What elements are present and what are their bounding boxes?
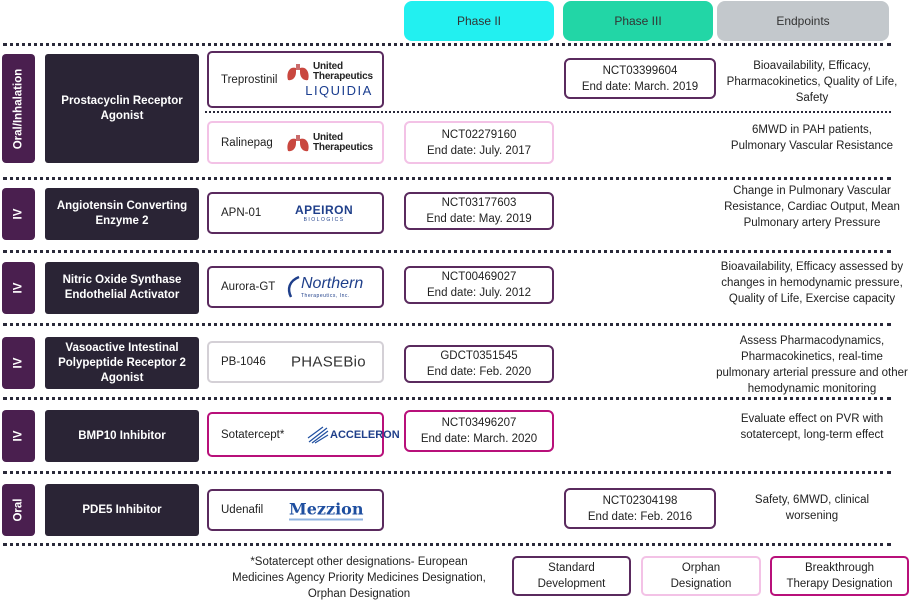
drug-name: Treprostinil bbox=[221, 73, 278, 86]
header-endpoints: Endpoints bbox=[717, 1, 889, 41]
target-label: Prostacyclin Receptor Agonist bbox=[45, 54, 199, 163]
target-label: PDE5 Inhibitor bbox=[45, 484, 199, 536]
drug-name: Udenafil bbox=[221, 504, 264, 516]
trial-end-date: End date: Feb. 2020 bbox=[426, 366, 532, 378]
trial-id: NCT00469027 bbox=[441, 271, 517, 283]
drug-name: PB-1046 bbox=[221, 356, 266, 368]
acceleron-logo: ACCELERON bbox=[307, 426, 400, 444]
endpoints-text: Change in Pulmonary Vascular Resistance,… bbox=[724, 185, 900, 229]
trial-box: NCT03496207 End date: March. 2020 bbox=[404, 410, 554, 452]
footnote: *Sotatercept other designations- Europea… bbox=[232, 556, 486, 600]
legend-label: Standard bbox=[548, 562, 595, 574]
endpoints-text: Assess Pharmacodynamics, Pharmacokinetic… bbox=[716, 335, 908, 395]
trial-box: NCT02279160 End date: July. 2017 bbox=[404, 121, 554, 164]
route-label: Oral bbox=[2, 484, 35, 536]
endpoints-text: Safety, 6MWD, clinical worsening bbox=[754, 494, 870, 522]
lungs-icon bbox=[287, 63, 309, 80]
route-label: Oral/Inhalation bbox=[2, 54, 35, 163]
trial-id: NCT02304198 bbox=[602, 494, 678, 507]
acceleron-mark-icon bbox=[307, 426, 329, 444]
lungs-icon bbox=[287, 134, 309, 151]
swoosh-icon bbox=[287, 275, 300, 298]
target-label: Angiotensin Converting Enzyme 2 bbox=[45, 188, 199, 240]
trial-box: GDCT0351545 End date: Feb. 2020 bbox=[404, 345, 554, 383]
endpoints-text: 6MWD in PAH patients, Pulmonary Vascular… bbox=[730, 124, 894, 152]
drug-name: Ralinepag bbox=[221, 136, 273, 149]
trial-box: NCT03177603 End date: May. 2019 bbox=[404, 192, 554, 230]
legend-label: Designation bbox=[670, 578, 732, 590]
logo-text: Northern bbox=[301, 275, 364, 292]
logo-text: United bbox=[313, 131, 343, 143]
endpoints-text: Evaluate effect on PVR with sotatercept,… bbox=[740, 413, 884, 441]
separator-top bbox=[3, 43, 891, 46]
drug-card: APN-01 APEIRON BIOLOGICS bbox=[207, 192, 384, 234]
route-label: IV bbox=[2, 410, 35, 462]
drug-card: Ralinepag United Therapeutics bbox=[207, 121, 384, 164]
header-phase-2: Phase II bbox=[404, 1, 554, 41]
legend-label: Breakthrough bbox=[804, 562, 875, 574]
route-label: IV bbox=[2, 337, 35, 389]
legend-standard-development: Standard Development bbox=[512, 556, 631, 596]
separator bbox=[3, 323, 891, 326]
logo-text: ACCELERON bbox=[330, 428, 400, 441]
logo-text: BIOLOGICS bbox=[303, 217, 345, 223]
logo-text: Therapeutics, Inc. bbox=[301, 293, 350, 299]
logo-text: Therapeutics bbox=[313, 70, 373, 82]
logo-text: LIQUIDIA bbox=[305, 82, 373, 98]
trial-id: NCT03177603 bbox=[441, 197, 517, 209]
separator bbox=[3, 250, 891, 253]
trial-id: GDCT0351545 bbox=[440, 350, 518, 362]
separator bbox=[3, 471, 891, 474]
trial-id: NCT02279160 bbox=[441, 128, 517, 141]
trial-id: NCT03399604 bbox=[602, 64, 678, 77]
trial-box: NCT00469027 End date: July. 2012 bbox=[404, 266, 554, 304]
endpoints-text: Bioavailability, Efficacy assessed by ch… bbox=[720, 261, 904, 305]
separator bbox=[3, 397, 891, 400]
united-therapeutics-logo: United Therapeutics bbox=[285, 131, 373, 153]
header-phase-3: Phase III bbox=[563, 1, 713, 41]
drug-card: Treprostinil United Therapeutics LIQUIDI… bbox=[207, 51, 384, 108]
endpoints-text: Bioavailability, Efficacy, Pharmacokinet… bbox=[726, 60, 898, 104]
trial-end-date: End date: Feb. 2016 bbox=[587, 510, 693, 523]
target-label: Vasoactive Intestinal Polypeptide Recept… bbox=[45, 337, 199, 389]
apeiron-logo: APEIRON BIOLOGICS bbox=[295, 203, 353, 223]
logo-text: Therapeutics bbox=[313, 141, 373, 153]
trial-end-date: End date: July. 2012 bbox=[427, 287, 531, 299]
trial-end-date: End date: May. 2019 bbox=[426, 213, 532, 225]
separator-inner bbox=[205, 111, 891, 113]
legend-breakthrough-therapy: Breakthrough Therapy Designation bbox=[770, 556, 909, 596]
trial-box: NCT02304198 End date: Feb. 2016 bbox=[564, 488, 716, 529]
drug-card: Sotatercept* ACCELERON bbox=[207, 412, 400, 457]
drug-name: APN-01 bbox=[221, 207, 262, 219]
route-label: IV bbox=[2, 188, 35, 240]
separator bbox=[3, 543, 891, 546]
trial-box: NCT03399604 End date: March. 2019 bbox=[564, 58, 716, 99]
legend-label: Orphan bbox=[681, 562, 721, 574]
northern-therapeutics-logo: Northern Therapeutics, Inc. bbox=[285, 275, 363, 299]
target-label: Nitric Oxide Synthase Endothelial Activa… bbox=[45, 262, 199, 314]
target-label: BMP10 Inhibitor bbox=[45, 410, 199, 462]
drug-name: Sotatercept* bbox=[221, 428, 285, 441]
legend-label: Development bbox=[537, 578, 606, 590]
trial-end-date: End date: March. 2019 bbox=[581, 80, 699, 93]
separator bbox=[3, 177, 891, 180]
trial-end-date: End date: July. 2017 bbox=[427, 144, 531, 157]
logo-text: United bbox=[313, 60, 343, 72]
legend-orphan-designation: Orphan Designation bbox=[641, 556, 761, 596]
phasebio-logo: PHASEBio bbox=[291, 353, 366, 371]
drug-card: PB-1046 PHASEBio bbox=[207, 341, 384, 383]
trial-end-date: End date: March. 2020 bbox=[420, 433, 538, 445]
drug-card: Udenafil Mezzion bbox=[207, 489, 384, 531]
united-therapeutics-liquidia-logo: United Therapeutics LIQUIDIA bbox=[285, 60, 373, 98]
drug-card: Aurora-GT Northern Therapeutics, Inc. bbox=[207, 266, 384, 308]
mezzion-logo: Mezzion bbox=[289, 499, 364, 521]
legend-label: Therapy Designation bbox=[786, 578, 893, 590]
route-label: IV bbox=[2, 262, 35, 314]
trial-id: NCT03496207 bbox=[441, 417, 517, 429]
drug-name: Aurora-GT bbox=[221, 281, 276, 293]
logo-text: APEIRON bbox=[295, 203, 354, 217]
